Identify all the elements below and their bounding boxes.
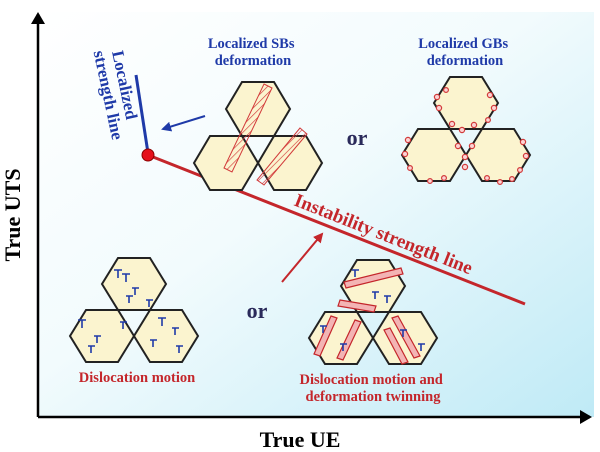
intersection-point	[141, 148, 155, 162]
dislocation-grain-cluster	[68, 257, 200, 363]
x-axis-label: True UE	[260, 427, 341, 452]
or-label-bottom: or	[247, 298, 268, 323]
localized-strength-line	[134, 74, 150, 154]
sb-deformation-label: Localized SBs deformation	[208, 36, 298, 69]
shear-bands	[223, 83, 308, 186]
or-label-top: or	[347, 125, 368, 150]
arrow-to-instability-line	[281, 232, 324, 283]
y-axis-label: True UTS	[0, 168, 25, 261]
grain-boundary-markers	[401, 86, 530, 186]
twinning-dislocation-symbols	[320, 269, 425, 351]
gb-deformation-label: Localized GBs deformation	[418, 36, 511, 69]
dislocation-motion-label: Dislocation motion	[79, 370, 195, 386]
dislocation-symbols	[78, 269, 183, 353]
dislocation-twinning-label: Dislocation motion and deformation twinn…	[299, 372, 446, 405]
twin-bands	[313, 267, 421, 365]
arrow-to-localized-line	[161, 115, 206, 132]
